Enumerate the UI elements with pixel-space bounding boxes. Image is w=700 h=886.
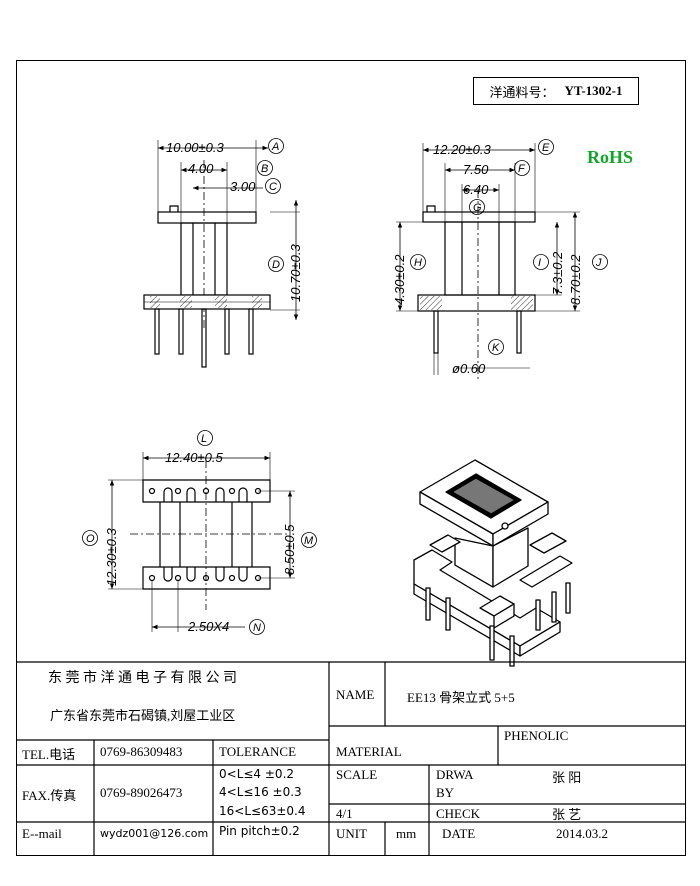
date-value: 2014.03.2 <box>556 826 608 841</box>
drawn-label: DRWA <box>436 767 474 782</box>
material-value: PHENOLIC <box>504 728 569 743</box>
dim-h-text: 4.30±0.2 <box>392 254 407 305</box>
dim-i-letter: I <box>538 257 541 269</box>
dim-n-text: 2.50X4 <box>187 619 229 634</box>
dim-g-letter: G <box>473 202 482 214</box>
dim-e-letter: E <box>542 142 550 154</box>
drawing-frame <box>16 60 686 856</box>
drawn-by-label: BY <box>436 785 455 800</box>
dim-g-text: 6.40 <box>463 182 489 197</box>
company-address: 广东省东莞市石碣镇,刘屋工业区 <box>50 708 236 723</box>
dim-k-letter: K <box>492 342 500 354</box>
dim-f-text: 7.50 <box>463 162 489 177</box>
dim-c-text: 3.00 <box>230 179 256 194</box>
tolerance-row-3: 16<L≤63±0.4 <box>219 804 306 818</box>
material-label: MATERIAL <box>336 744 402 759</box>
dim-i-text: 7.3±0.2 <box>550 251 565 295</box>
scale-label: SCALE <box>336 767 378 782</box>
unit-value: mm <box>396 826 417 841</box>
tolerance-row-4: Pin pitch±0.2 <box>219 824 300 838</box>
unit-label: UNIT <box>336 826 368 841</box>
fax-value: 0769-89026473 <box>100 785 183 800</box>
dim-m-letter: M <box>304 535 314 547</box>
dim-d-text: 10.70±0.3 <box>288 243 303 302</box>
tel-value: 0769-86309483 <box>100 744 183 759</box>
side-view-labels: 12.20±0.3 E 7.50 F 6.40 G H 4.30±0.2 I 7… <box>392 142 602 376</box>
part-number-value: YT-1302-1 <box>564 83 623 98</box>
dim-j-text: 8.70±0.2 <box>568 254 583 305</box>
side-view <box>396 139 608 380</box>
dim-n-letter: N <box>253 622 261 634</box>
part-name: EE13 骨架立式 5+5 <box>407 690 515 705</box>
tolerance-label: TOLERANCE <box>219 744 297 759</box>
dim-a-letter: A <box>271 141 279 153</box>
dim-j-letter: J <box>595 257 602 269</box>
dim-k-text: ø0.60 <box>452 361 486 376</box>
dim-l-letter: L <box>201 433 207 445</box>
dim-o-letter: O <box>86 533 95 545</box>
dim-m-text: 8.50±0.5 <box>282 524 297 575</box>
dim-h-letter: H <box>414 257 422 269</box>
check-label: CHECK <box>436 806 481 821</box>
top-view-labels: L 12.40±0.5 O 12.30±0.3 M 8.50±0.5 2.50X… <box>86 433 314 634</box>
dim-d-letter: D <box>272 259 280 271</box>
front-view <box>143 138 300 368</box>
dim-b-text: 4.00 <box>188 161 214 176</box>
date-label: DATE <box>442 826 476 841</box>
tolerance-row-1: 0<L≤4 ±0.2 <box>219 767 295 781</box>
tel-label: TEL.电话 <box>22 747 76 762</box>
isometric-view <box>413 459 573 667</box>
checked-by-value: 张 艺 <box>552 807 582 822</box>
fax-label: FAX.传真 <box>22 788 77 803</box>
email-value: wydz001@126.com <box>100 827 209 840</box>
part-number-label: 洋通料号： <box>489 84 555 100</box>
top-view <box>82 430 317 635</box>
dim-l-text: 12.40±0.5 <box>165 450 224 465</box>
part-number-box: 洋通料号： YT-1302-1 <box>473 77 639 105</box>
dim-o-text: 12.30±0.3 <box>104 527 119 586</box>
scale-value: 4/1 <box>336 806 353 821</box>
title-block-grid <box>16 661 686 856</box>
dim-c-letter: C <box>269 181 277 193</box>
drawn-by-value: 张 阳 <box>552 770 582 785</box>
front-view-labels: 10.00±0.3 A 4.00 B 3.00 C D 10.70±0.3 <box>166 140 303 302</box>
rohs-mark: RoHS <box>587 147 634 167</box>
dim-e-text: 12.20±0.3 <box>433 142 492 157</box>
dim-b-letter: B <box>261 163 268 175</box>
company-name: 东 莞 市 洋 通 电 子 有 限 公 司 <box>48 671 237 686</box>
name-label: NAME <box>336 687 375 702</box>
tolerance-row-2: 4<L≤16 ±0.3 <box>219 785 302 799</box>
dim-a-text: 10.00±0.3 <box>166 140 225 155</box>
dim-f-letter: F <box>518 163 526 175</box>
email-label: E--mail <box>22 826 62 841</box>
